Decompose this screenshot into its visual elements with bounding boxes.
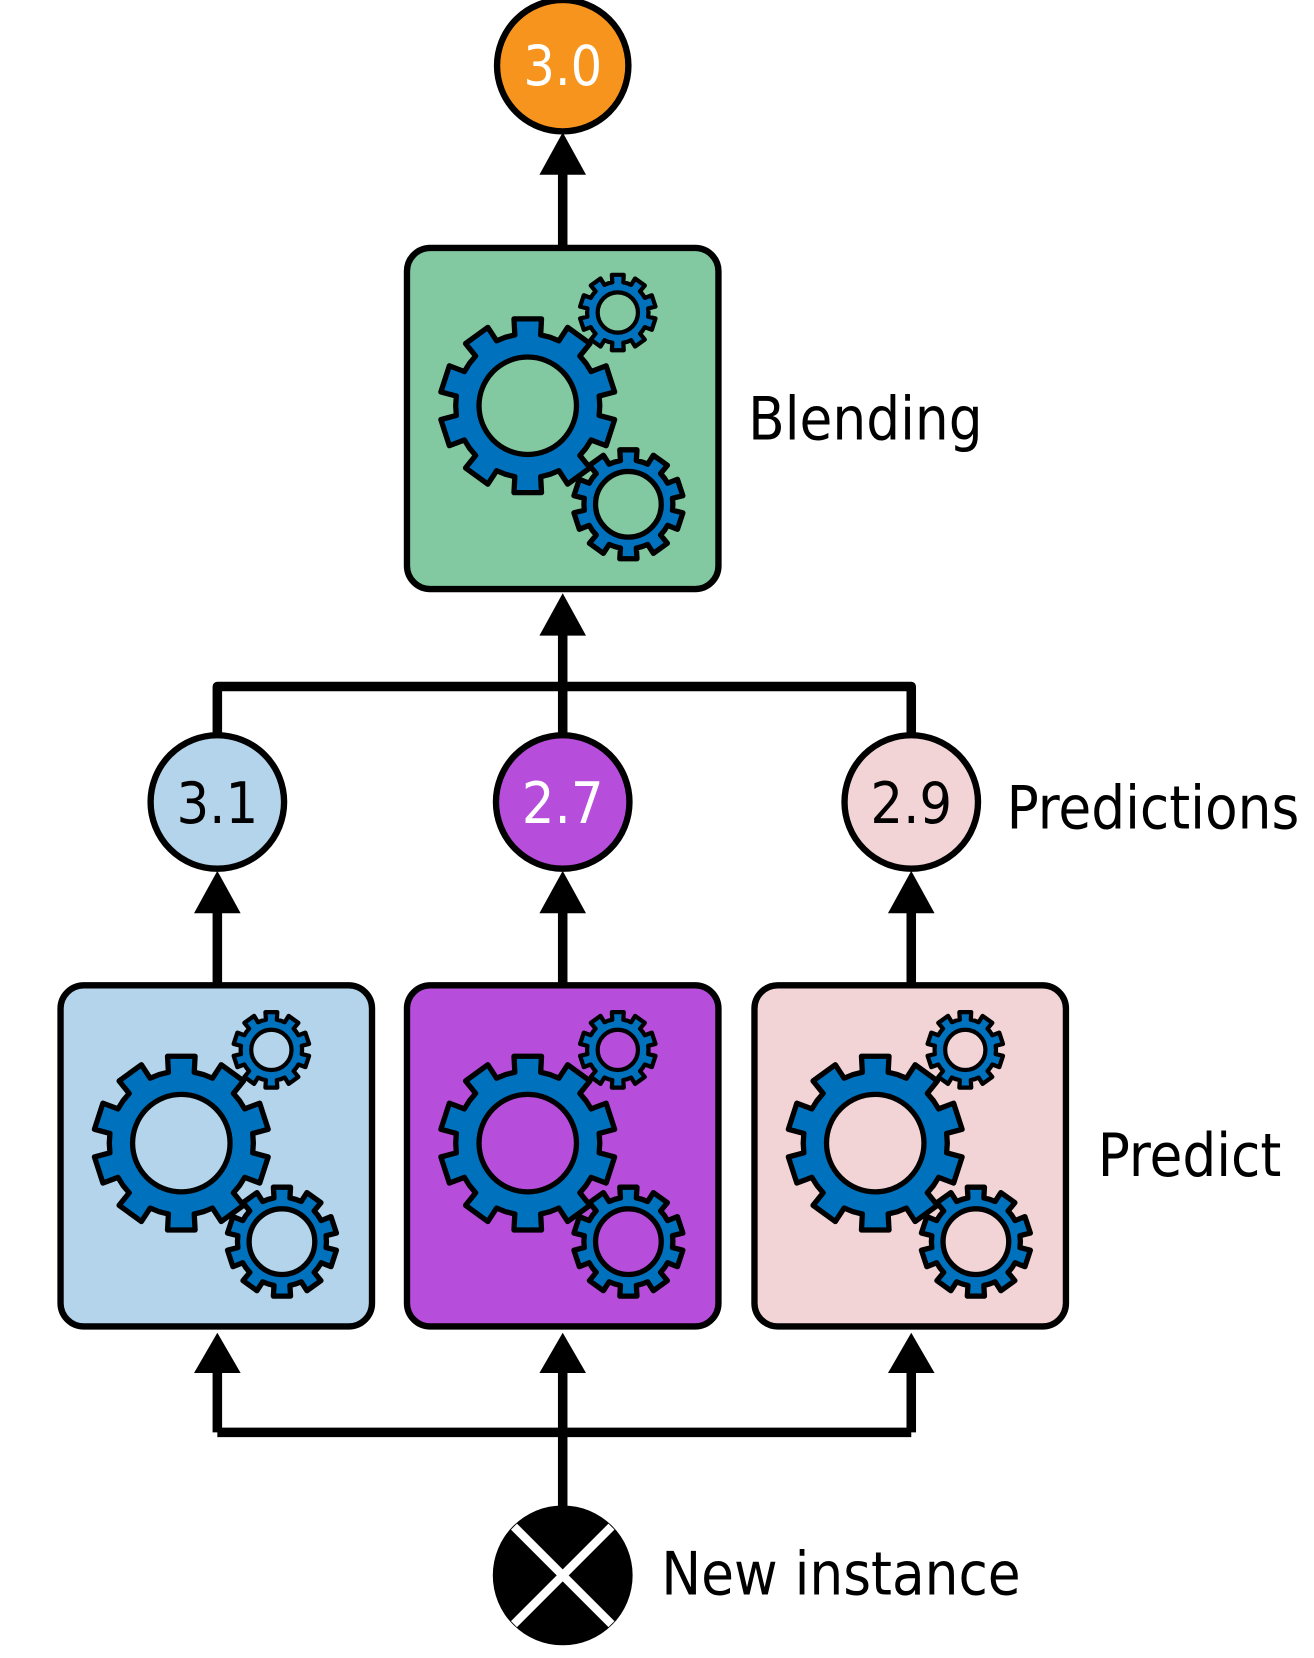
final-output-node: 3.0 — [493, 0, 632, 135]
large-gear-icon — [438, 1053, 618, 1233]
small-gear-icon — [577, 272, 658, 353]
large-gear-icon — [91, 1053, 271, 1233]
final-output-value: 3.0 — [523, 34, 602, 98]
gears-icon — [438, 1010, 686, 1299]
medium-gear-icon — [571, 447, 686, 562]
arrowhead-icon — [887, 870, 935, 914]
new-instance-label: New instance — [661, 1539, 1020, 1608]
predict-label: Predict — [1098, 1121, 1282, 1190]
small-gear-icon — [231, 1010, 312, 1090]
arrowhead-icon — [539, 132, 587, 175]
crossed-circle-icon — [492, 1505, 633, 1646]
predictor-box-3 — [751, 982, 1070, 1330]
arrowheads — [194, 132, 935, 1374]
gears-icon — [438, 272, 686, 562]
prediction-value: 3.1 — [176, 771, 258, 837]
gears-icon — [785, 1010, 1033, 1299]
arrowhead-icon — [539, 870, 587, 914]
small-gear-icon — [925, 1010, 1006, 1090]
connectors — [212, 169, 917, 1510]
predictor-box-1 — [57, 982, 376, 1330]
medium-gear-icon — [918, 1184, 1033, 1299]
arrowhead-icon — [194, 870, 241, 914]
blender-box — [403, 244, 722, 593]
large-gear-icon — [438, 316, 618, 496]
predictions-label: Predictions — [1007, 773, 1300, 842]
arrowhead-icon — [539, 1332, 587, 1374]
prediction-node-3: 2.9 — [841, 732, 982, 872]
large-gear-icon — [785, 1053, 965, 1233]
medium-gear-icon — [571, 1184, 686, 1299]
prediction-node-1: 3.1 — [147, 732, 288, 872]
medium-gear-icon — [224, 1184, 340, 1299]
prediction-node-2: 2.7 — [492, 732, 633, 872]
prediction-value: 2.7 — [522, 771, 604, 837]
prediction-value: 2.9 — [870, 771, 952, 837]
gears-icon — [91, 1010, 340, 1299]
arrowhead-icon — [194, 1332, 241, 1374]
arrowhead-icon — [539, 593, 587, 636]
arrowhead-icon — [887, 1332, 935, 1374]
small-gear-icon — [577, 1010, 658, 1090]
blending-label: Blending — [748, 385, 983, 454]
predictor-box-2 — [403, 982, 722, 1330]
